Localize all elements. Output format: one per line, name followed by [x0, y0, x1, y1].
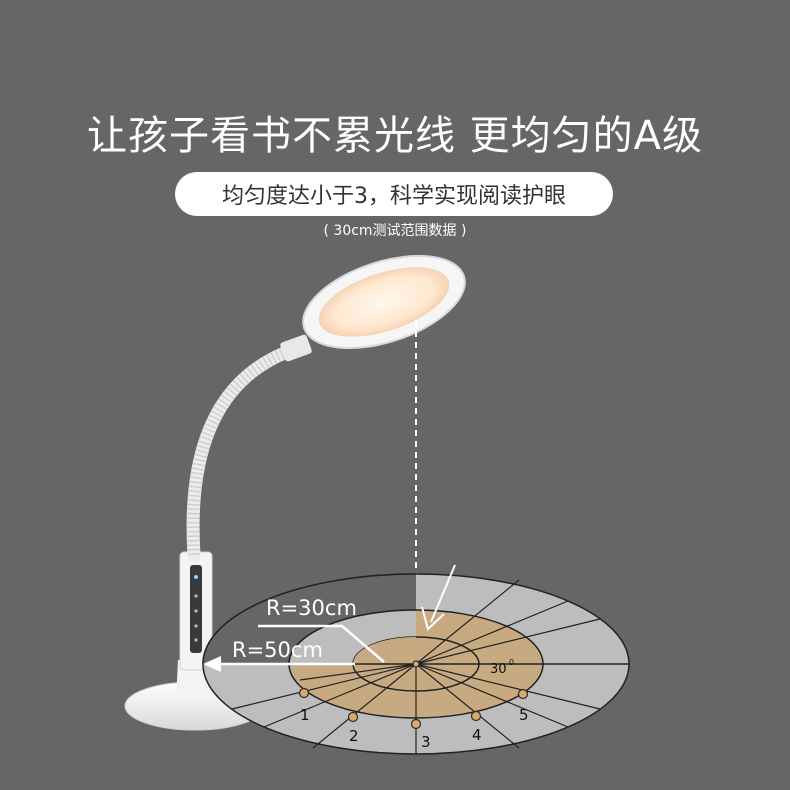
status-light-icon: [194, 575, 198, 579]
lamp-light-panel: [318, 267, 450, 337]
test-range-note: ( 30cm测试范围数据 ): [323, 223, 467, 239]
touch-key-icon: [194, 638, 198, 642]
touch-key-icon: [194, 624, 198, 628]
left-arrow-icon: [203, 656, 221, 672]
subtitle-badge: 均匀度达小于3，科学实现阅读护眼: [175, 172, 613, 216]
page-title: 让孩子看书不累光线 更均匀的A级: [86, 113, 704, 159]
center-point: [412, 660, 420, 668]
measure-point-1: [298, 687, 310, 699]
point-label-1: 1: [300, 706, 310, 724]
touch-key-icon: [194, 609, 198, 613]
angle-unit: 0: [509, 658, 514, 667]
light-direction-line: [430, 564, 456, 623]
radius-50-label: R=50cm: [232, 638, 323, 662]
measure-point-5: [517, 688, 529, 700]
point-label-5: 5: [519, 706, 529, 724]
lamp-joint: [280, 334, 312, 362]
arrow-head-icon: [421, 606, 445, 631]
outer-range-edge: [202, 573, 417, 665]
subtitle-badge-text: 均匀度达小于3，科学实现阅读护眼: [222, 184, 566, 209]
measure-point-3: [410, 718, 422, 730]
point-label-3: 3: [421, 733, 431, 751]
touch-key-icon: [194, 594, 198, 598]
point-label-2: 2: [349, 727, 359, 745]
radius-30-label: R=30cm: [266, 596, 357, 620]
angle-label: 30: [490, 662, 507, 677]
measure-point-2: [347, 711, 359, 723]
lamp-gooseneck: [186, 343, 299, 562]
measure-point-4: [470, 710, 482, 722]
measurement-points: [298, 660, 529, 730]
control-panel: [190, 565, 202, 653]
radius-30-leader: [258, 624, 385, 663]
angle-division-lines: [231, 579, 601, 754]
point-label-4: 4: [472, 726, 482, 744]
